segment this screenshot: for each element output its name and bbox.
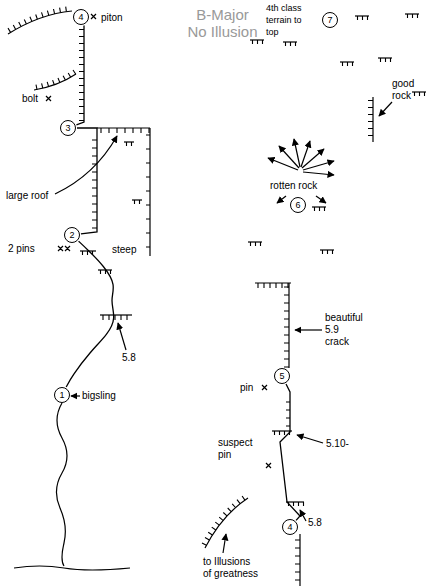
ground-line: [14, 566, 130, 570]
belay-circle: 4: [282, 519, 298, 535]
route-note: beautiful 5.9 crack: [325, 312, 364, 348]
rock-ticks: [295, 540, 300, 580]
tick-guide: [288, 283, 289, 368]
leader-arrow: [55, 136, 117, 194]
belay-number: 1: [59, 390, 64, 400]
topo-title: B-Major No Illusion: [186, 6, 259, 40]
tick-guide: [299, 536, 300, 586]
rock-ticks: [101, 128, 149, 133]
rock-edge: [97, 127, 150, 128]
rock-ticks: [202, 496, 245, 545]
route-note: to Illusions of greatness: [203, 556, 260, 580]
leader-arrow: [295, 329, 322, 330]
route-line: [66, 241, 114, 387]
rock-ticks: [79, 30, 84, 121]
rock-ticks: [284, 287, 289, 367]
rock-edge: [132, 199, 142, 200]
route-note: bolt: [22, 93, 38, 105]
leader-arrow: [379, 102, 392, 116]
rock-ticks: [146, 135, 150, 247]
rock-ticks: [36, 70, 76, 90]
bolt-mark: [46, 96, 51, 101]
belay-number: 4: [78, 12, 83, 22]
leader-arrow: [71, 395, 80, 396]
belay-circle: 3: [60, 120, 76, 136]
crack-line: [288, 283, 289, 368]
rock-ticks: [368, 101, 373, 136]
route-note: 5.10-: [326, 438, 349, 450]
route-line: [56, 403, 67, 566]
crack-line: [299, 534, 300, 586]
route-note: rotten rock: [270, 180, 317, 192]
pin-mark: [58, 246, 70, 251]
rock-ticks: [408, 14, 418, 18]
route-note: steep: [112, 244, 136, 256]
route-note: 5.8: [308, 517, 322, 529]
rock-ticks: [253, 40, 263, 44]
route-line: [280, 384, 300, 520]
route-line: [77, 128, 97, 234]
pin-mark: [262, 385, 267, 390]
rock-ticks: [127, 142, 132, 146]
route-note: good rock: [392, 78, 418, 102]
rock-edge: [124, 141, 134, 142]
rock-ticks: [381, 58, 391, 62]
route-note: pin: [240, 382, 253, 394]
rotten-rock-arrows: [268, 139, 334, 203]
belay-number: 2: [69, 230, 74, 240]
leader-arrow: [223, 534, 226, 553]
rock-ticks: [103, 315, 127, 320]
belay-number: 3: [65, 123, 70, 133]
belay-number: 7: [327, 15, 332, 25]
rock-edge: [205, 498, 248, 548]
rock-ticks: [343, 62, 353, 66]
route-note: suspect pin: [218, 437, 254, 461]
belay-number: 5: [279, 371, 284, 381]
belay-circle: 5: [274, 368, 290, 384]
rock-ticks: [251, 242, 261, 246]
belay-number: 4: [287, 522, 292, 532]
route-note: 2 pins: [8, 243, 35, 255]
leader-arrow: [300, 510, 306, 521]
route-note: piton: [101, 12, 123, 24]
rock-ticks: [135, 200, 140, 204]
belay-circle: 4: [73, 9, 89, 25]
rock-ticks: [323, 250, 333, 254]
route-note: large roof: [6, 190, 48, 202]
belay-circle: 7: [322, 12, 338, 28]
belay-circle: 2: [64, 227, 80, 243]
rock-ticks: [415, 92, 425, 96]
rock-ticks: [286, 42, 296, 46]
rock-ticks: [315, 207, 325, 211]
rock-ticks: [92, 140, 97, 228]
rock-edge: [255, 282, 291, 283]
leader-arrow: [118, 323, 126, 350]
rock-ticks: [258, 283, 288, 288]
rock-edge: [8, 11, 72, 34]
belay-circle: 1: [54, 387, 70, 403]
rock-edge: [149, 128, 150, 256]
rock-ticks: [358, 16, 368, 20]
route-line: [76, 26, 84, 125]
belay-number: 6: [295, 200, 300, 210]
route-note: 4th class terrain to top: [266, 2, 308, 38]
route-note: 5.8: [122, 352, 136, 364]
route-note: bigsling: [82, 390, 116, 402]
belay-circle: 6: [290, 197, 306, 213]
leader-arrow: [297, 435, 323, 443]
piton-mark: [91, 14, 96, 19]
rock-ticks: [8, 7, 66, 33]
pin-mark: [266, 463, 271, 468]
